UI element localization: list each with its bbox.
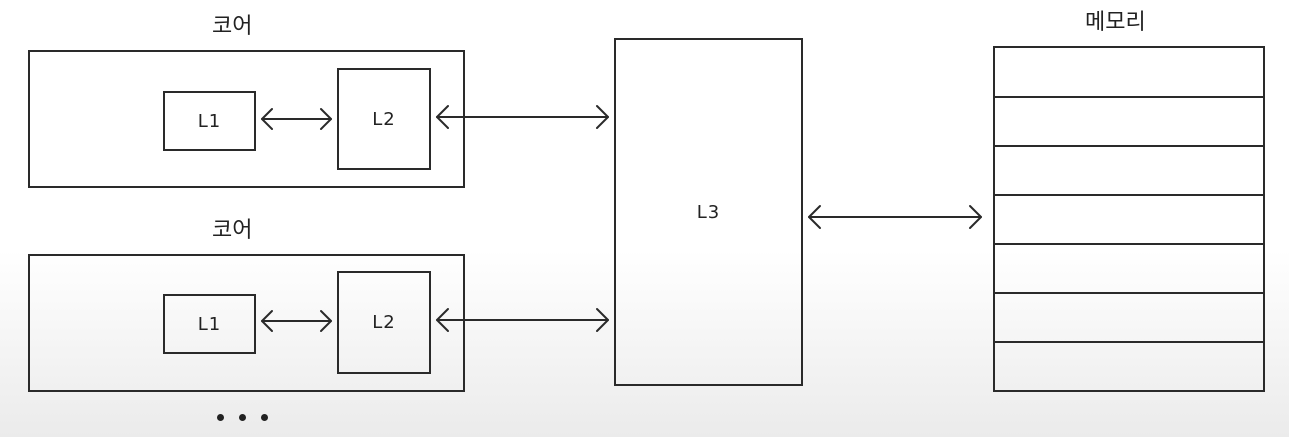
arrow-l2-l3-core-2 [436,308,609,332]
ellipsis-dot-1 [217,414,224,421]
memory-row-divider [993,292,1265,294]
memory-row-divider [993,96,1265,98]
l2-cache-box-1: L2 [337,68,431,170]
arrow-l1-l2-core-2 [261,310,332,332]
arrow-l2-l3-core-1 [436,105,609,129]
l2-label-2: L2 [372,312,396,333]
memory-row-divider [993,243,1265,245]
l2-cache-box-2: L2 [337,271,431,374]
l1-cache-box-1: L1 [163,91,256,151]
memory-row-divider [993,145,1265,147]
core-box-2 [28,254,465,392]
ellipsis-dot-2 [239,414,246,421]
l1-label-2: L1 [197,313,222,335]
arrow-l3-memory [808,205,982,229]
l3-label: L3 [696,201,721,223]
core-title-1: 코어 [212,14,253,39]
ellipsis-dot-3 [261,414,268,421]
memory-row-divider [993,341,1265,343]
memory-title: 메모리 [1085,10,1146,35]
core-title-2: 코어 [212,218,253,243]
memory-row-divider [993,194,1265,196]
l1-cache-box-2: L1 [163,294,256,354]
arrow-l1-l2-core-1 [261,108,332,130]
core-box-1 [28,50,465,188]
l3-cache-box: L3 [614,38,803,386]
l2-label-1: L2 [372,108,396,130]
memory-box [993,46,1265,392]
l1-label-1: L1 [197,110,222,132]
